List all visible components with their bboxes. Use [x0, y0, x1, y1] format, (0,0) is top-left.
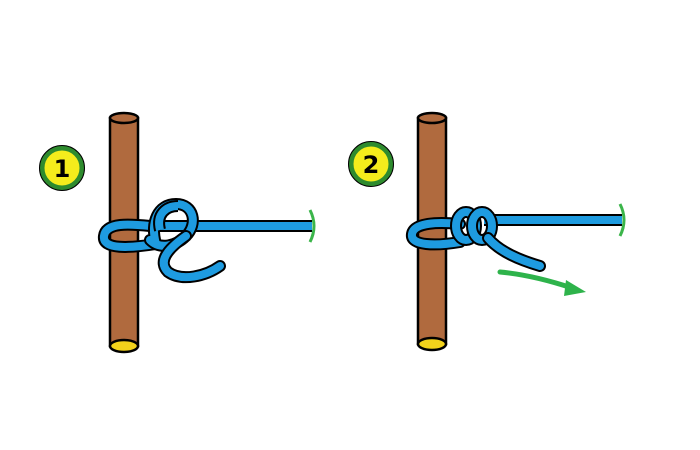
panel-step-1: 1 — [39, 111, 316, 354]
step-number-2: 2 — [363, 151, 380, 179]
step-number-1: 1 — [54, 155, 71, 183]
wooden-pole-icon — [108, 111, 140, 354]
panel-step-2: 2 — [348, 111, 626, 352]
pull-direction-arrow-icon — [497, 269, 586, 296]
step-badge-1: 1 — [39, 145, 85, 191]
rope-1 — [98, 197, 316, 284]
rope-2 — [406, 203, 626, 272]
wooden-pole-icon — [416, 111, 448, 352]
step-badge-2: 2 — [348, 141, 394, 187]
